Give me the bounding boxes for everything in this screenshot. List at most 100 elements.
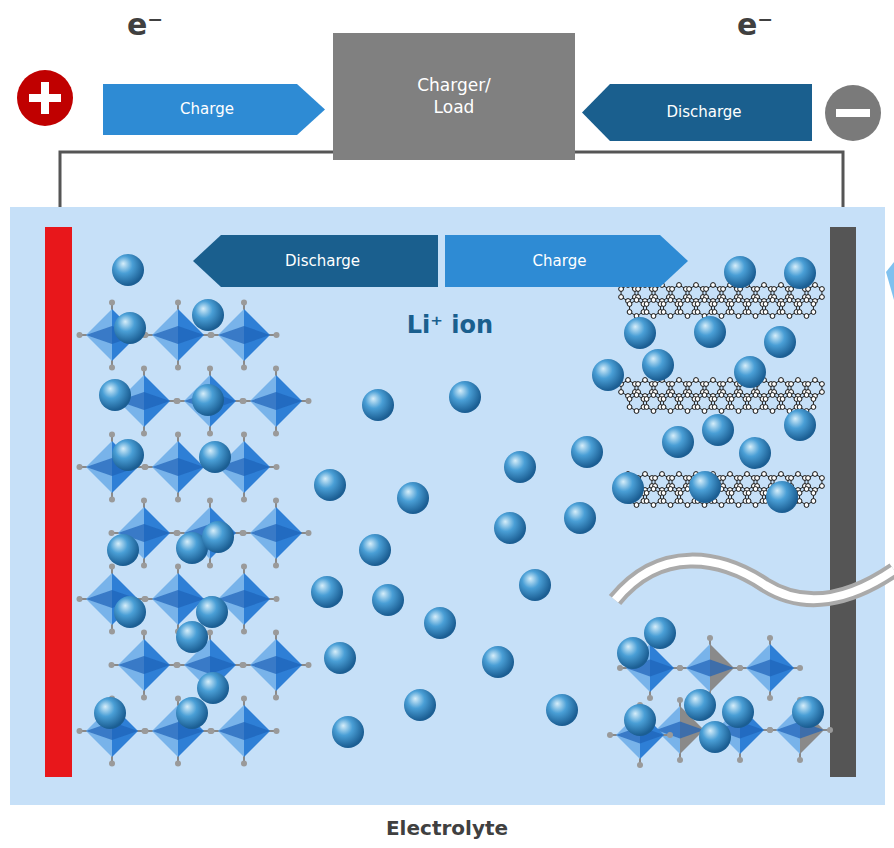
minus-sign: [836, 109, 870, 117]
node-text: Charge: [180, 100, 234, 119]
li-ion: [592, 359, 624, 391]
li-ion: [107, 534, 139, 566]
li-ion: [494, 512, 526, 544]
octahedron: [241, 498, 312, 569]
li-ion: [176, 697, 208, 729]
li-ion: [112, 439, 144, 471]
li-ion: [792, 696, 824, 728]
anode-lattice: [607, 635, 833, 768]
discharge-arrow: Discharge: [582, 84, 812, 141]
wire: [60, 152, 336, 212]
li-ion: [612, 472, 644, 504]
li-ion: [764, 326, 796, 358]
graphite-layers: [619, 283, 825, 508]
node-text: Charger/ Load: [417, 75, 491, 118]
li-ion: [734, 356, 766, 388]
octahedron: [77, 300, 148, 371]
octahedron: [677, 635, 743, 701]
wire: [572, 152, 843, 212]
li-ion: [571, 436, 603, 468]
li-ion: [192, 384, 224, 416]
edge-arrow: [886, 262, 894, 300]
octahedron: [77, 432, 148, 503]
li-ion: [624, 317, 656, 349]
negative-terminal: [825, 85, 881, 141]
octahedron: [175, 498, 246, 569]
li-ion: [519, 569, 551, 601]
li-ion: [424, 607, 456, 639]
cathode-plate: [45, 227, 72, 777]
li-ion: [694, 316, 726, 348]
li-ion: [642, 349, 674, 381]
anode-plate: [830, 227, 856, 777]
li-ion: [397, 482, 429, 514]
li-ion: [684, 689, 716, 721]
li-ion: [192, 299, 224, 331]
break-mark: [615, 561, 894, 600]
li-ion: [564, 502, 596, 534]
li-ion: [739, 437, 771, 469]
octahedron: [241, 366, 312, 437]
li-ion: [644, 617, 676, 649]
octahedron: [143, 696, 214, 767]
li-ion: [784, 409, 816, 441]
li-ion: [482, 646, 514, 678]
li-ion: [766, 481, 798, 513]
li-ion: [114, 596, 146, 628]
li-ion: [546, 694, 578, 726]
electrolyte-label: Electrolyte: [386, 816, 508, 840]
li-ion: [784, 257, 816, 289]
positive-terminal: [17, 70, 73, 126]
li-ion: [372, 584, 404, 616]
li-ion: [359, 534, 391, 566]
li-ion: [114, 312, 146, 344]
break-mark: [615, 561, 894, 600]
octahedron: [77, 564, 148, 635]
node-text: Charge: [533, 252, 587, 271]
octahedron: [175, 366, 246, 437]
octahedron: [209, 696, 280, 767]
li-ion: [196, 596, 228, 628]
charge-arrow: Charge: [445, 235, 688, 287]
li-ion: [94, 697, 126, 729]
li-ion: [112, 254, 144, 286]
octahedron: [77, 696, 148, 767]
ion-label: Li⁺ ion: [407, 311, 493, 339]
cathode-lattice: [77, 300, 312, 767]
li-ion: [662, 426, 694, 458]
li-ion: [404, 689, 436, 721]
electron-label: e⁻: [737, 7, 773, 42]
electron-label: e⁻: [127, 7, 163, 42]
li-ion: [199, 441, 231, 473]
plus-sign: [41, 82, 49, 114]
octahedron: [607, 702, 673, 768]
li-ion: [314, 469, 346, 501]
li-ion: [311, 576, 343, 608]
node-text: Discharge: [285, 252, 360, 271]
li-ion: [617, 637, 649, 669]
discharge-arrow: Discharge: [193, 235, 438, 287]
octahedron: [109, 630, 180, 701]
li-ion: [197, 672, 229, 704]
li-ion: [722, 696, 754, 728]
li-ion: [724, 256, 756, 288]
charge-arrow: Charge: [103, 84, 325, 135]
octahedron: [737, 635, 803, 701]
li-ion: [99, 379, 131, 411]
li-ion: [362, 389, 394, 421]
electrolyte-bath: [10, 207, 885, 805]
li-ion: [504, 451, 536, 483]
li-ion: [689, 471, 721, 503]
charger-load-box: Charger/ Load: [333, 33, 575, 160]
li-ion: [176, 621, 208, 653]
octahedron: [241, 630, 312, 701]
li-ion: [449, 381, 481, 413]
li-ion: [202, 521, 234, 553]
li-ion: [624, 704, 656, 736]
octahedron: [767, 697, 833, 763]
li-ion: [699, 721, 731, 753]
node-text: Discharge: [666, 103, 741, 122]
li-ion: [332, 716, 364, 748]
li-ion: [324, 642, 356, 674]
